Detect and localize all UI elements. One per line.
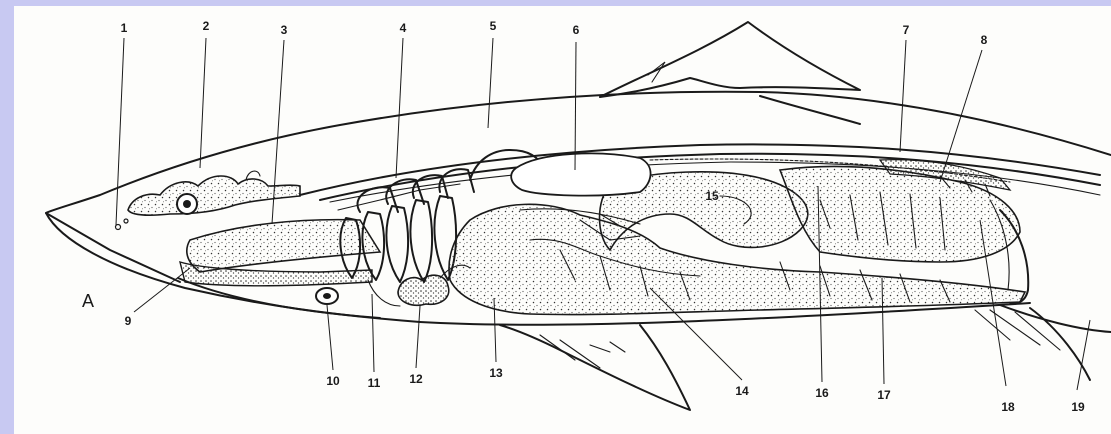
gonad xyxy=(511,153,650,195)
callout-1: 1 xyxy=(121,21,128,35)
shark-anatomy-diagram: 1 2 3 4 5 6 7 8 9 10 11 12 13 14 15 16 1… xyxy=(14,6,1111,434)
callout-15: 15 xyxy=(705,189,719,203)
callout-14: 14 xyxy=(735,384,749,398)
callout-6: 6 xyxy=(573,23,580,37)
callout-7: 7 xyxy=(903,23,910,37)
callout-18: 18 xyxy=(1001,400,1015,414)
diagram-frame: 1 2 3 4 5 6 7 8 9 10 11 12 13 14 15 16 1… xyxy=(14,6,1111,434)
callout-12: 12 xyxy=(409,372,423,386)
callout-16: 16 xyxy=(815,386,829,400)
callout-9: 9 xyxy=(125,314,132,328)
panel-label: A xyxy=(82,291,94,311)
callout-13: 13 xyxy=(489,366,503,380)
callout-2: 2 xyxy=(203,19,210,33)
callout-11: 11 xyxy=(368,376,381,390)
callout-10: 10 xyxy=(326,374,340,388)
callout-3: 3 xyxy=(281,23,288,37)
pectoral-fin xyxy=(500,325,690,410)
callout-4: 4 xyxy=(400,21,407,35)
callout-19: 19 xyxy=(1071,400,1085,414)
dorsal-fin xyxy=(600,22,860,124)
nostril xyxy=(116,219,129,230)
callout-5: 5 xyxy=(490,19,497,33)
callout-8: 8 xyxy=(981,33,988,47)
callout-17: 17 xyxy=(877,388,891,402)
gill-opening xyxy=(316,288,338,304)
